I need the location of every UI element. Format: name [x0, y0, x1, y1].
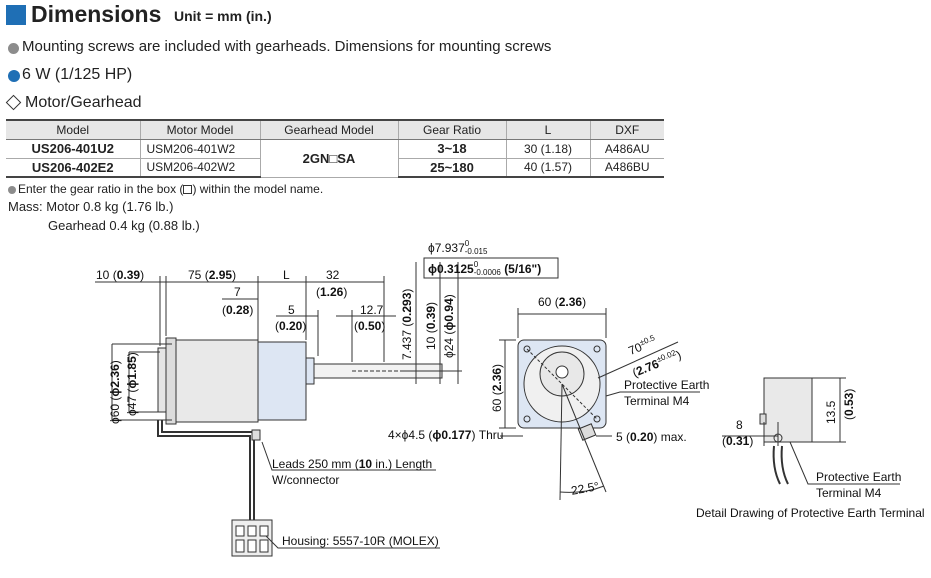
table-row: US206-402E2 USM206-402W2 25~180 40 (1.57…: [6, 158, 664, 178]
dim-47-diameter: ϕ47 (ϕ1.85): [125, 352, 139, 416]
dim-l: L: [283, 268, 290, 282]
detail-body: [759, 377, 813, 485]
dxf-cell[interactable]: A486AU: [590, 139, 664, 159]
power-bullet-icon: [8, 70, 20, 82]
l-cell: 40 (1.57): [506, 158, 591, 178]
dim-7-in: (0.28): [222, 303, 254, 317]
dim-60-width: 60 (2.36): [538, 295, 587, 309]
header-gearhead-model: Gearhead Model: [260, 119, 399, 140]
model-table: Model Motor Model Gearhead Model Gear Ra…: [6, 119, 664, 178]
motor-model-cell: USM206-402W2: [140, 158, 261, 178]
header-motor-model: Motor Model: [140, 119, 261, 140]
terminal-max-label: 5 (0.20) max.: [616, 430, 687, 444]
header-gear-ratio: Gear Ratio: [398, 119, 507, 140]
table-header-row: Model Motor Model Gearhead Model Gear Ra…: [6, 119, 664, 140]
detail-caption: Detail Drawing of Protective Earth Termi…: [696, 506, 925, 520]
dim-12-7-in: (0.50): [354, 319, 386, 333]
table-note-text-a: Enter the gear ratio in the box (: [18, 182, 184, 196]
dim-5: 5: [288, 303, 295, 317]
model-cell: US206-401U2: [6, 139, 141, 159]
dim-12-7: 12.7: [360, 303, 384, 317]
gearhead-boss: [305, 357, 315, 385]
model-cell: US206-402E2: [6, 158, 141, 178]
dim-75: 75 (2.95): [188, 268, 237, 282]
dim-10-vertical: 10 (0.39): [424, 301, 438, 350]
connector-label: W/connector: [272, 473, 340, 487]
mass-motor: Mass: Motor 0.8 kg (1.76 lb.): [8, 199, 174, 214]
dim-32-in: (1.26): [316, 285, 348, 299]
dim-8-in: (0.31): [722, 434, 754, 448]
dim-60-height: 60 (2.36): [490, 363, 504, 412]
mounting-holes-label: 4×ϕ4.5 (ϕ0.177) Thru: [388, 428, 504, 442]
gearhead-model-cell: 2GN□SA: [260, 139, 399, 178]
gear-ratio-cell: 25~180: [398, 158, 507, 178]
page-title: Dimensions: [31, 1, 162, 27]
pe-terminal-label-2: Terminal M4: [624, 394, 690, 408]
power-heading: 6 W (1/125 HP): [22, 66, 133, 83]
dim-13-5: 13.5: [824, 400, 838, 424]
dim-5-in: (0.20): [275, 319, 307, 333]
dim-7-437: 7.437 (0.293): [400, 288, 414, 360]
header-model: Model: [6, 119, 141, 140]
table-note-text-b: ) within the model name.: [192, 182, 324, 196]
dim-24: ϕ24 (ϕ0.94): [442, 294, 456, 358]
gearhead-body: [257, 341, 307, 421]
table-note-bullet-icon: [8, 186, 16, 194]
molex-connector: [231, 519, 273, 557]
dxf-cell[interactable]: A486BU: [590, 158, 664, 178]
housing-label: Housing: 5557-10R (MOLEX): [282, 534, 439, 548]
dim-10: 10 (0.39): [96, 268, 145, 282]
pe-terminal-label-1: Protective Earth: [624, 378, 710, 392]
note-bullet-icon: [8, 43, 19, 54]
box-icon: [183, 185, 193, 194]
section-heading: Motor/Gearhead: [25, 94, 142, 111]
dim-7: 7: [234, 285, 241, 299]
gear-ratio-cell: 3~18: [398, 139, 507, 159]
detail-pe-label-1: Protective Earth: [816, 470, 902, 484]
unit-label: Unit = mm (in.): [174, 8, 272, 24]
dim-13-5-in: (0.53): [842, 388, 856, 420]
front-terminal: [577, 423, 597, 441]
leads-label: Leads 250 mm (10 in.) Length: [272, 457, 433, 471]
header-l: L: [506, 119, 591, 140]
motor-body: [157, 337, 259, 425]
dim-8: 8: [736, 418, 743, 432]
header-dxf: DXF: [590, 119, 664, 140]
mounting-note: Mounting screws are included with gearhe…: [22, 38, 552, 55]
mass-gearhead: Gearhead 0.4 kg (0.88 lb.): [48, 218, 200, 233]
detail-pe-label-2: Terminal M4: [816, 486, 882, 500]
table-note: Enter the gear ratio in the box ( ) withi…: [18, 182, 323, 196]
motor-model-cell: USM206-401W2: [140, 139, 261, 159]
lead-wires: [157, 420, 261, 520]
l-cell: 30 (1.18): [506, 139, 591, 159]
dim-60-diameter: ϕ60 (ϕ2.36): [108, 360, 122, 424]
title-marker: [6, 5, 26, 25]
dim-32: 32: [326, 268, 340, 282]
table-row: US206-401U2 USM206-401W2 2GN□SA 3~18 30 …: [6, 139, 664, 178]
